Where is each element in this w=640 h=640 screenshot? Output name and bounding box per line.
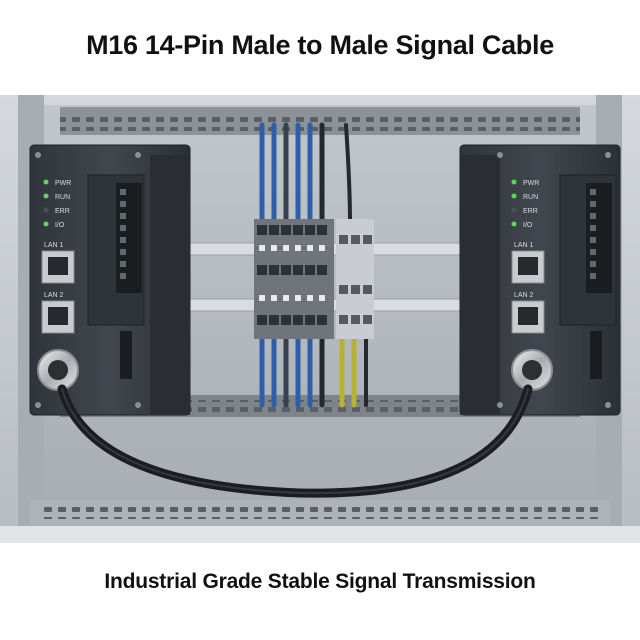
page-title: M16 14-Pin Male to Male Signal Cable: [86, 30, 554, 60]
pwr-led-icon: [43, 179, 49, 185]
right-led-label-io: I/O: [523, 222, 533, 229]
io-led-icon: [43, 221, 49, 227]
left-lan1-label: LAN 1: [44, 242, 64, 249]
right-controller-module: PWR RUN ERR I/O LAN 1 LAN 2: [459, 144, 621, 416]
err-led-icon: [43, 207, 49, 213]
page-subtitle: Industrial Grade Stable Signal Transmiss…: [104, 570, 536, 593]
right-lan1-label: LAN 1: [514, 242, 534, 249]
terminal-wires: [259, 122, 368, 408]
right-err-led-icon: [511, 207, 517, 213]
right-lan2-label: LAN 2: [514, 292, 534, 299]
right-lan1-port-icon: [511, 250, 545, 284]
left-led-label-run: RUN: [55, 194, 70, 201]
left-led-label-pwr: PWR: [55, 180, 71, 187]
right-pwr-led-icon: [511, 179, 517, 185]
product-scene: PWR RUN ERR I/O LAN 1 LAN 2: [0, 95, 640, 543]
right-led-label-run: RUN: [523, 194, 538, 201]
left-led-label-io: I/O: [55, 222, 65, 229]
run-led-icon: [43, 193, 49, 199]
left-led-label-err: ERR: [55, 208, 70, 215]
left-io-terminal: [116, 183, 142, 293]
right-led-label-pwr: PWR: [523, 180, 539, 187]
right-io-led-icon: [511, 221, 517, 227]
right-led-label-err: ERR: [523, 208, 538, 215]
terminal-blocks: [254, 219, 374, 339]
right-run-led-icon: [511, 193, 517, 199]
left-controller-module: PWR RUN ERR I/O LAN 1 LAN 2: [29, 144, 191, 416]
left-lan2-label: LAN 2: [44, 292, 64, 299]
right-io-terminal: [586, 183, 612, 293]
